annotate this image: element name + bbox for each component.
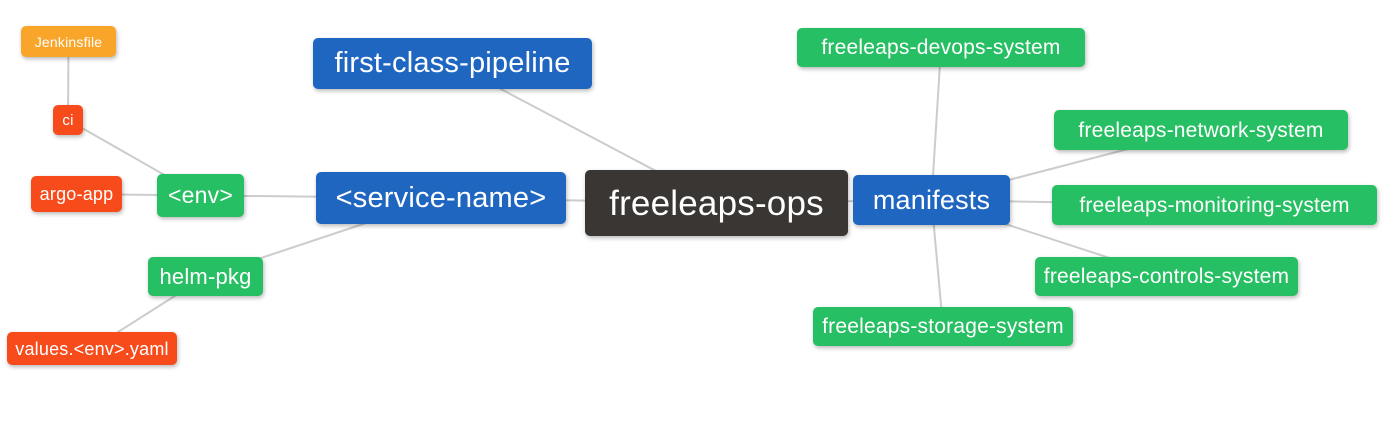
node-ci[interactable]: ci xyxy=(53,105,83,135)
node-freeleaps-controls-system[interactable]: freeleaps-controls-system xyxy=(1035,257,1298,296)
edge-manifests--freeleaps-devops-system xyxy=(930,47,942,201)
node-env[interactable]: <env> xyxy=(157,174,244,217)
node-freeleaps-monitoring-system[interactable]: freeleaps-monitoring-system xyxy=(1052,185,1377,225)
node-first-class-pipeline[interactable]: first-class-pipeline xyxy=(313,38,592,89)
node-service-name[interactable]: <service-name> xyxy=(316,172,566,224)
node-freeleaps-ops[interactable]: freeleaps-ops xyxy=(585,170,848,236)
node-values-env-yaml[interactable]: values.<env>.yaml xyxy=(7,332,177,365)
node-freeleaps-network-system[interactable]: freeleaps-network-system xyxy=(1054,110,1348,150)
node-argo-app[interactable]: argo-app xyxy=(31,176,122,212)
node-freeleaps-storage-system[interactable]: freeleaps-storage-system xyxy=(813,307,1073,346)
node-manifests[interactable]: manifests xyxy=(853,175,1010,225)
node-jenkinsfile[interactable]: Jenkinsfile xyxy=(21,26,116,57)
node-helm-pkg[interactable]: helm-pkg xyxy=(148,257,263,296)
node-freeleaps-devops-system[interactable]: freeleaps-devops-system xyxy=(797,28,1085,67)
